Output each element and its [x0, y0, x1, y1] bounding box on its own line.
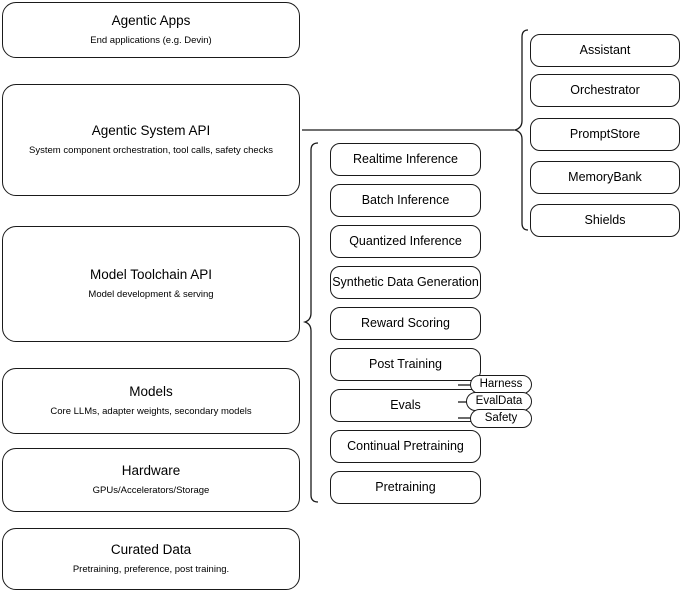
layer-subtitle: Model development & serving: [88, 289, 214, 300]
layer-agentic-apps[interactable]: Agentic Apps End applications (e.g. Devi…: [2, 2, 300, 58]
toolchain-item-label: Continual Pretraining: [347, 438, 464, 453]
system-component-label: PromptStore: [569, 126, 641, 141]
layer-models[interactable]: Models Core LLMs, adapter weights, secon…: [2, 368, 300, 434]
brace-system-components: [512, 29, 529, 231]
layer-curated-data[interactable]: Curated Data Pretraining, preference, po…: [2, 528, 300, 590]
toolchain-item-pretraining[interactable]: Pretraining: [330, 471, 481, 504]
system-component-shields[interactable]: Shields: [530, 204, 680, 237]
toolchain-item-continual-pretraining[interactable]: Continual Pretraining: [330, 430, 481, 463]
evals-badge-label: Safety: [484, 411, 518, 424]
system-component-label: MemoryBank: [568, 169, 642, 184]
layer-subtitle: End applications (e.g. Devin): [90, 35, 212, 46]
system-component-label: Assistant: [579, 42, 631, 57]
evals-badge-label: Harness: [479, 377, 523, 390]
layer-hardware[interactable]: Hardware GPUs/Accelerators/Storage: [2, 448, 300, 512]
layer-title: Models: [129, 384, 173, 400]
layer-title: Curated Data: [110, 542, 192, 558]
layer-title: Model Toolchain API: [89, 267, 213, 283]
brace-toolchain: [302, 142, 319, 503]
toolchain-item-quantized-inference[interactable]: Quantized Inference: [330, 225, 481, 258]
toolchain-item-synthetic-data-generation[interactable]: Synthetic Data Generation: [330, 266, 481, 299]
toolchain-item-label: Evals: [390, 397, 421, 412]
system-component-orchestrator[interactable]: Orchestrator: [530, 74, 680, 107]
system-component-assistant[interactable]: Assistant: [530, 34, 680, 67]
toolchain-item-evals[interactable]: Evals: [330, 389, 481, 422]
toolchain-item-post-training[interactable]: Post Training: [330, 348, 481, 381]
layer-subtitle: GPUs/Accelerators/Storage: [92, 485, 210, 496]
toolchain-item-label: Post Training: [369, 356, 442, 371]
toolchain-item-label: Realtime Inference: [353, 151, 458, 166]
system-component-label: Shields: [584, 212, 626, 227]
evals-badge-safety[interactable]: Safety: [470, 409, 532, 428]
layer-subtitle: Pretraining, preference, post training.: [72, 564, 230, 575]
toolchain-item-realtime-inference[interactable]: Realtime Inference: [330, 143, 481, 176]
system-component-label: Orchestrator: [570, 82, 640, 97]
layer-agentic-system-api[interactable]: Agentic System API System component orch…: [2, 84, 300, 196]
system-component-promptstore[interactable]: PromptStore: [530, 118, 680, 151]
evals-badge-label: EvalData: [475, 394, 523, 407]
layer-model-toolchain-api[interactable]: Model Toolchain API Model development & …: [2, 226, 300, 342]
toolchain-item-reward-scoring[interactable]: Reward Scoring: [330, 307, 481, 340]
toolchain-item-label: Pretraining: [375, 479, 436, 494]
toolchain-item-label: Quantized Inference: [349, 233, 462, 248]
layer-subtitle: Core LLMs, adapter weights, secondary mo…: [50, 406, 252, 417]
system-component-memorybank[interactable]: MemoryBank: [530, 161, 680, 194]
layer-title: Agentic Apps: [111, 13, 191, 29]
toolchain-item-label: Reward Scoring: [361, 315, 450, 330]
toolchain-item-batch-inference[interactable]: Batch Inference: [330, 184, 481, 217]
toolchain-item-label: Batch Inference: [361, 192, 450, 207]
layer-subtitle: System component orchestration, tool cal…: [29, 145, 273, 156]
toolchain-item-label: Synthetic Data Generation: [332, 274, 479, 289]
layer-title: Hardware: [121, 463, 181, 479]
layer-title: Agentic System API: [91, 123, 211, 139]
